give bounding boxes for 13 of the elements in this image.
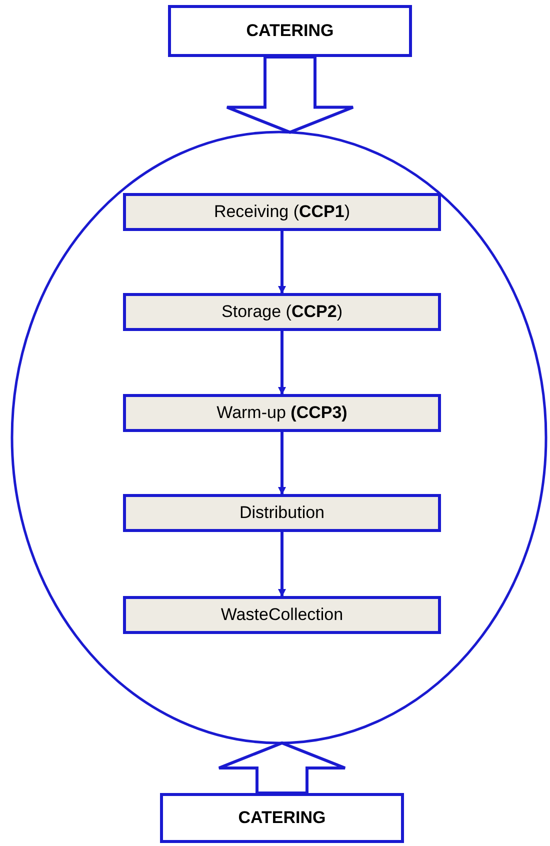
arrow <box>278 532 286 597</box>
process-box: Warm-up (CCP3) <box>123 394 441 432</box>
process-box: WasteCollection <box>123 596 441 634</box>
process-box: Distribution <box>123 494 441 532</box>
arrow <box>278 432 286 495</box>
block-arrow <box>218 741 346 794</box>
process-box: CATERING <box>160 793 404 843</box>
arrow <box>278 331 286 395</box>
arrow <box>278 231 286 294</box>
block-arrow <box>226 56 354 134</box>
process-box: Receiving (CCP1) <box>123 193 441 231</box>
process-box: CATERING <box>168 5 412 57</box>
process-box: Storage (CCP2) <box>123 293 441 331</box>
